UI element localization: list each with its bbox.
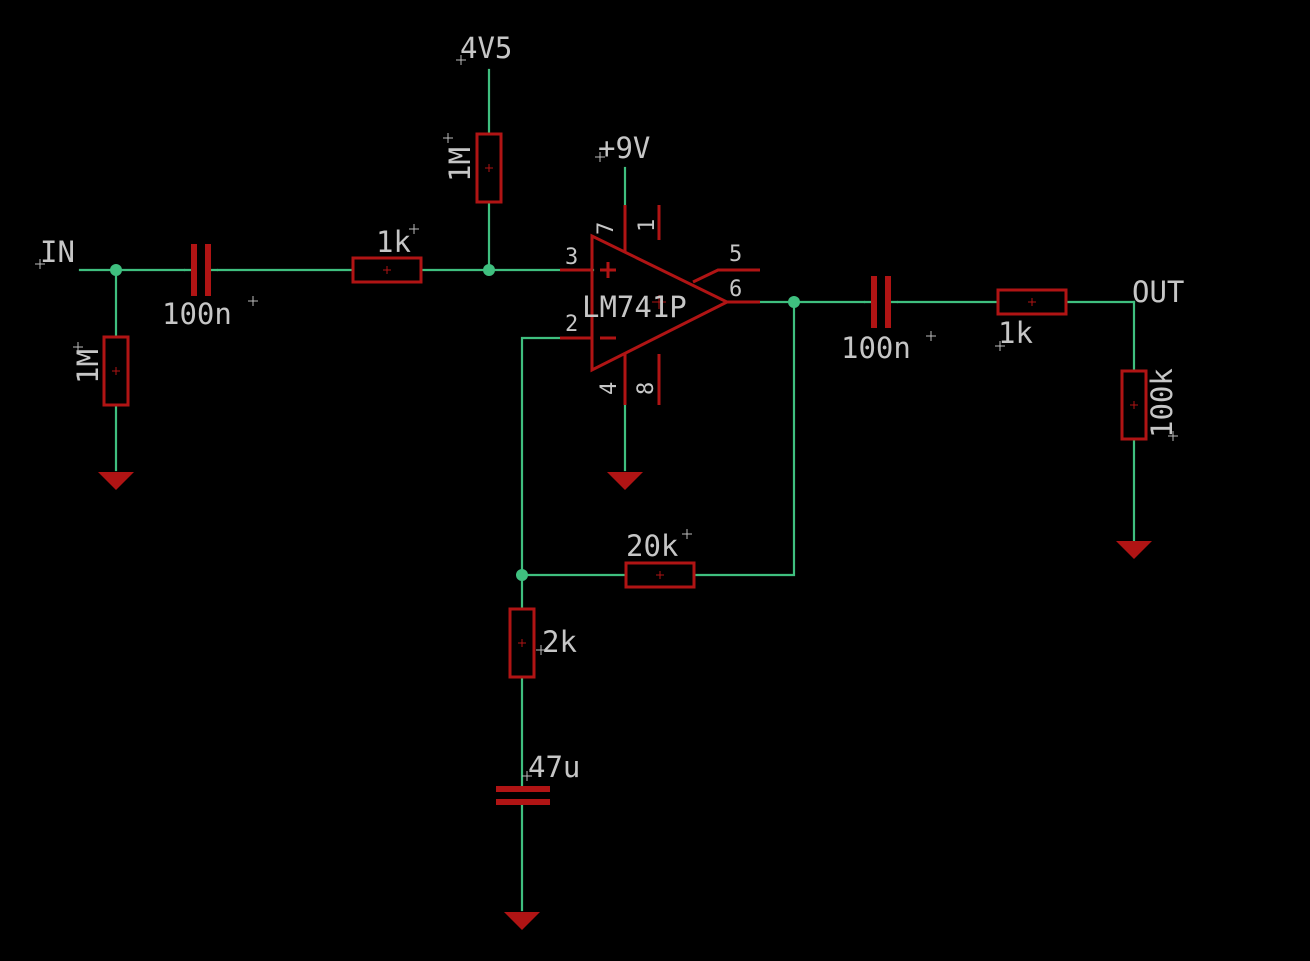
bias-supply-label: 4V5 (460, 31, 512, 65)
ground-icon (1116, 541, 1152, 559)
r-input-bias-value: 1M (71, 349, 105, 384)
resistor-r-bias[interactable]: 1M (443, 132, 503, 204)
wires (78, 68, 1136, 912)
c-gain-value: 47u (528, 750, 580, 784)
pin-number-4: 4 (597, 382, 622, 395)
c-output-value: 100n (841, 331, 911, 365)
resistor-r-input-bias[interactable]: 1M (71, 335, 130, 407)
junction-input (110, 264, 122, 276)
r-feedback-value: 20k (626, 529, 679, 563)
input-net-label: IN (40, 235, 75, 269)
junction-output (788, 296, 800, 308)
resistor-r-input-series[interactable]: 1k (351, 225, 423, 284)
resistor-r-feedback[interactable]: 20k (624, 529, 696, 589)
r-output-series-value: 1k (998, 316, 1033, 350)
junctions (110, 264, 800, 581)
ground-icon (98, 472, 134, 490)
c-input-value: 100n (162, 297, 232, 331)
pin-number-5: 5 (729, 242, 742, 267)
capacitor-c-gain[interactable]: 47u (496, 750, 580, 805)
op-amp-part-name: LM741P (582, 290, 687, 324)
junction-feedback (516, 569, 528, 581)
net-labels: IN OUT 4V5 +9V (40, 31, 1184, 309)
pin-number-8: 8 (634, 382, 659, 395)
pin-number-1: 1 (635, 219, 660, 232)
r-input-series-value: 1k (376, 225, 411, 259)
r-output-load-value: 100k (1145, 368, 1179, 438)
resistor-r-output-load[interactable]: 100k (1120, 368, 1179, 441)
origin-marks (35, 55, 1178, 781)
ground-symbols (98, 472, 1152, 930)
pin-number-7: 7 (594, 222, 619, 235)
r-bias-value: 1M (443, 147, 477, 182)
junction-bias (483, 264, 495, 276)
r-gain-value: 2k (542, 625, 577, 659)
pin-number-6: 6 (729, 277, 742, 302)
ground-icon (504, 912, 540, 930)
capacitor-c-output[interactable]: 100n (841, 276, 911, 365)
ground-icon (607, 472, 643, 490)
pin-number-3: 3 (565, 245, 578, 270)
op-amp-supply-label: +9V (598, 131, 650, 165)
resistor-r-output-series[interactable]: 1k (996, 288, 1068, 350)
output-net-label: OUT (1132, 275, 1184, 309)
capacitor-c-input[interactable]: 100n (162, 244, 232, 331)
pin-number-2: 2 (565, 312, 578, 337)
resistor-r-gain[interactable]: 2k (508, 607, 577, 679)
op-amp-lm741p[interactable]: LM741P 3 2 6 5 7 1 4 8 (560, 205, 760, 405)
